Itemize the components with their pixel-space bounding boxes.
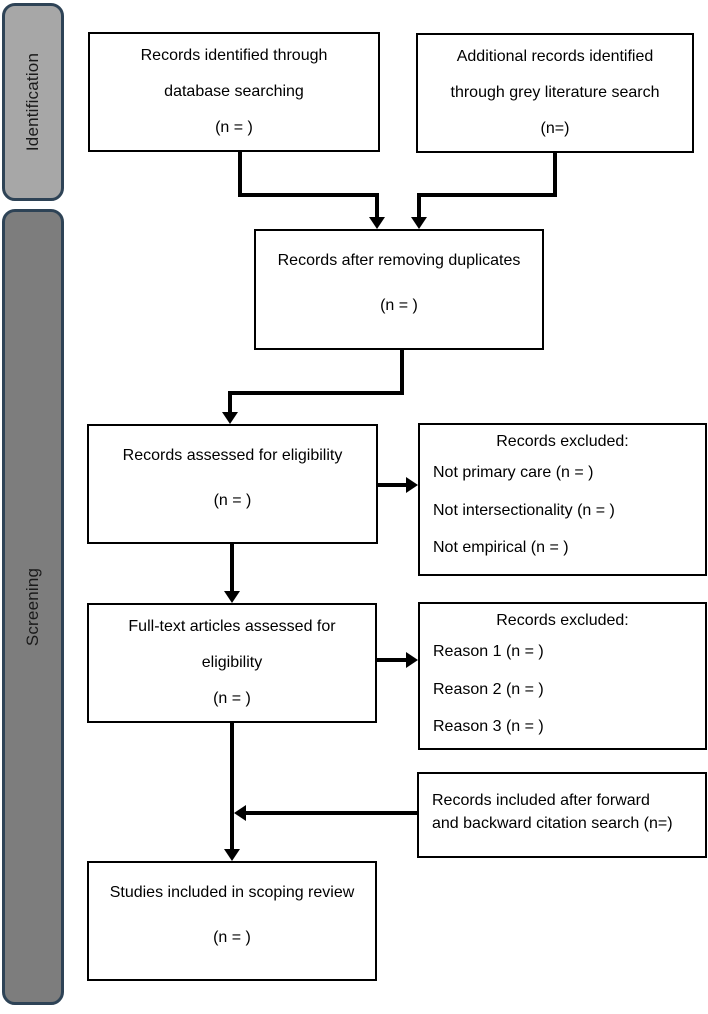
screening-stage-text: Screening [23,567,43,647]
connector-greylit-to-duplicates [417,193,557,197]
arrowhead-down-icon [411,217,427,229]
additional-records-grey-literature-box: Additional records identified through gr… [416,33,694,153]
box-text-line: and backward citation search (n=) [432,815,673,833]
fulltext-assessed-eligibility-box: Full-text articles assessed for eligibil… [87,603,377,723]
excluded-reason-item: Reason 3 (n = ) [433,718,544,736]
box-count: (n = ) [213,492,252,510]
connector-duplicates-to-assessed [228,391,404,395]
arrowhead-left-icon [234,805,246,821]
connector-greylit-to-duplicates [553,153,557,197]
connector-fulltext-to-excluded [377,658,408,662]
box-text-line: eligibility [201,653,263,671]
connector-fulltext-to-included [230,723,234,851]
excluded-box-title: Records excluded: [496,612,629,629]
connector-database-to-duplicates [238,152,242,197]
arrowhead-down-icon [369,217,385,229]
box-text-line: Records included after forward [432,792,650,809]
arrowhead-down-icon [224,591,240,603]
connector-database-to-duplicates [375,193,379,219]
identification-stage-label: Identification [2,3,64,201]
arrowhead-down-icon [224,849,240,861]
records-after-duplicates-box: Records after removing duplicates (n = ) [254,229,544,350]
arrowhead-right-icon [406,652,418,668]
arrowhead-right-icon [406,477,418,493]
box-count: (n = ) [215,118,253,136]
box-count: (n = ) [380,297,418,315]
studies-included-box: Studies included in scoping review (n = … [87,861,377,981]
connector-greylit-to-duplicates [417,193,421,219]
citation-search-included-box: Records included after forward and backw… [417,772,707,858]
records-excluded-screening-box: Records excluded: Not primary care (n = … [418,423,707,576]
records-assessed-eligibility-box: Records assessed for eligibility (n = ) [87,424,378,544]
connector-duplicates-to-assessed [228,391,232,414]
box-count: (n=) [540,119,570,137]
box-text-line: Full-text articles assessed for [128,617,336,635]
excluded-reason-item: Reason 1 (n = ) [433,643,544,661]
excluded-box-title: Records excluded: [496,433,629,450]
box-count: (n = ) [213,689,251,707]
connector-assessed-to-fulltext [230,544,234,593]
connector-duplicates-to-assessed [400,350,404,395]
records-identified-database-box: Records identified through database sear… [88,32,380,152]
box-text-line: Additional records identified [456,47,654,65]
connector-assessed-to-excluded [378,483,408,487]
box-text-line: Studies included in scoping review [109,884,355,901]
box-text-line: database searching [164,82,304,100]
excluded-reason-item: Not primary care (n = ) [433,464,594,482]
connector-citation-to-flow [244,811,417,815]
arrowhead-down-icon [222,412,238,424]
box-text-line: Records identified through [140,46,328,64]
records-excluded-fulltext-box: Records excluded: Reason 1 (n = ) Reason… [418,602,707,750]
screening-stage-label: Screening [2,209,64,1005]
box-text-line: Records assessed for eligibility [122,447,343,464]
excluded-reason-item: Not intersectionality (n = ) [433,501,615,519]
excluded-reason-item: Reason 2 (n = ) [433,680,544,698]
box-count: (n = ) [213,929,251,947]
box-text-line: through grey literature search [450,83,660,101]
excluded-reason-item: Not empirical (n = ) [433,539,569,557]
box-text-line: Records after removing duplicates [277,252,521,269]
connector-database-to-duplicates [238,193,379,197]
identification-stage-text: Identification [23,52,43,152]
